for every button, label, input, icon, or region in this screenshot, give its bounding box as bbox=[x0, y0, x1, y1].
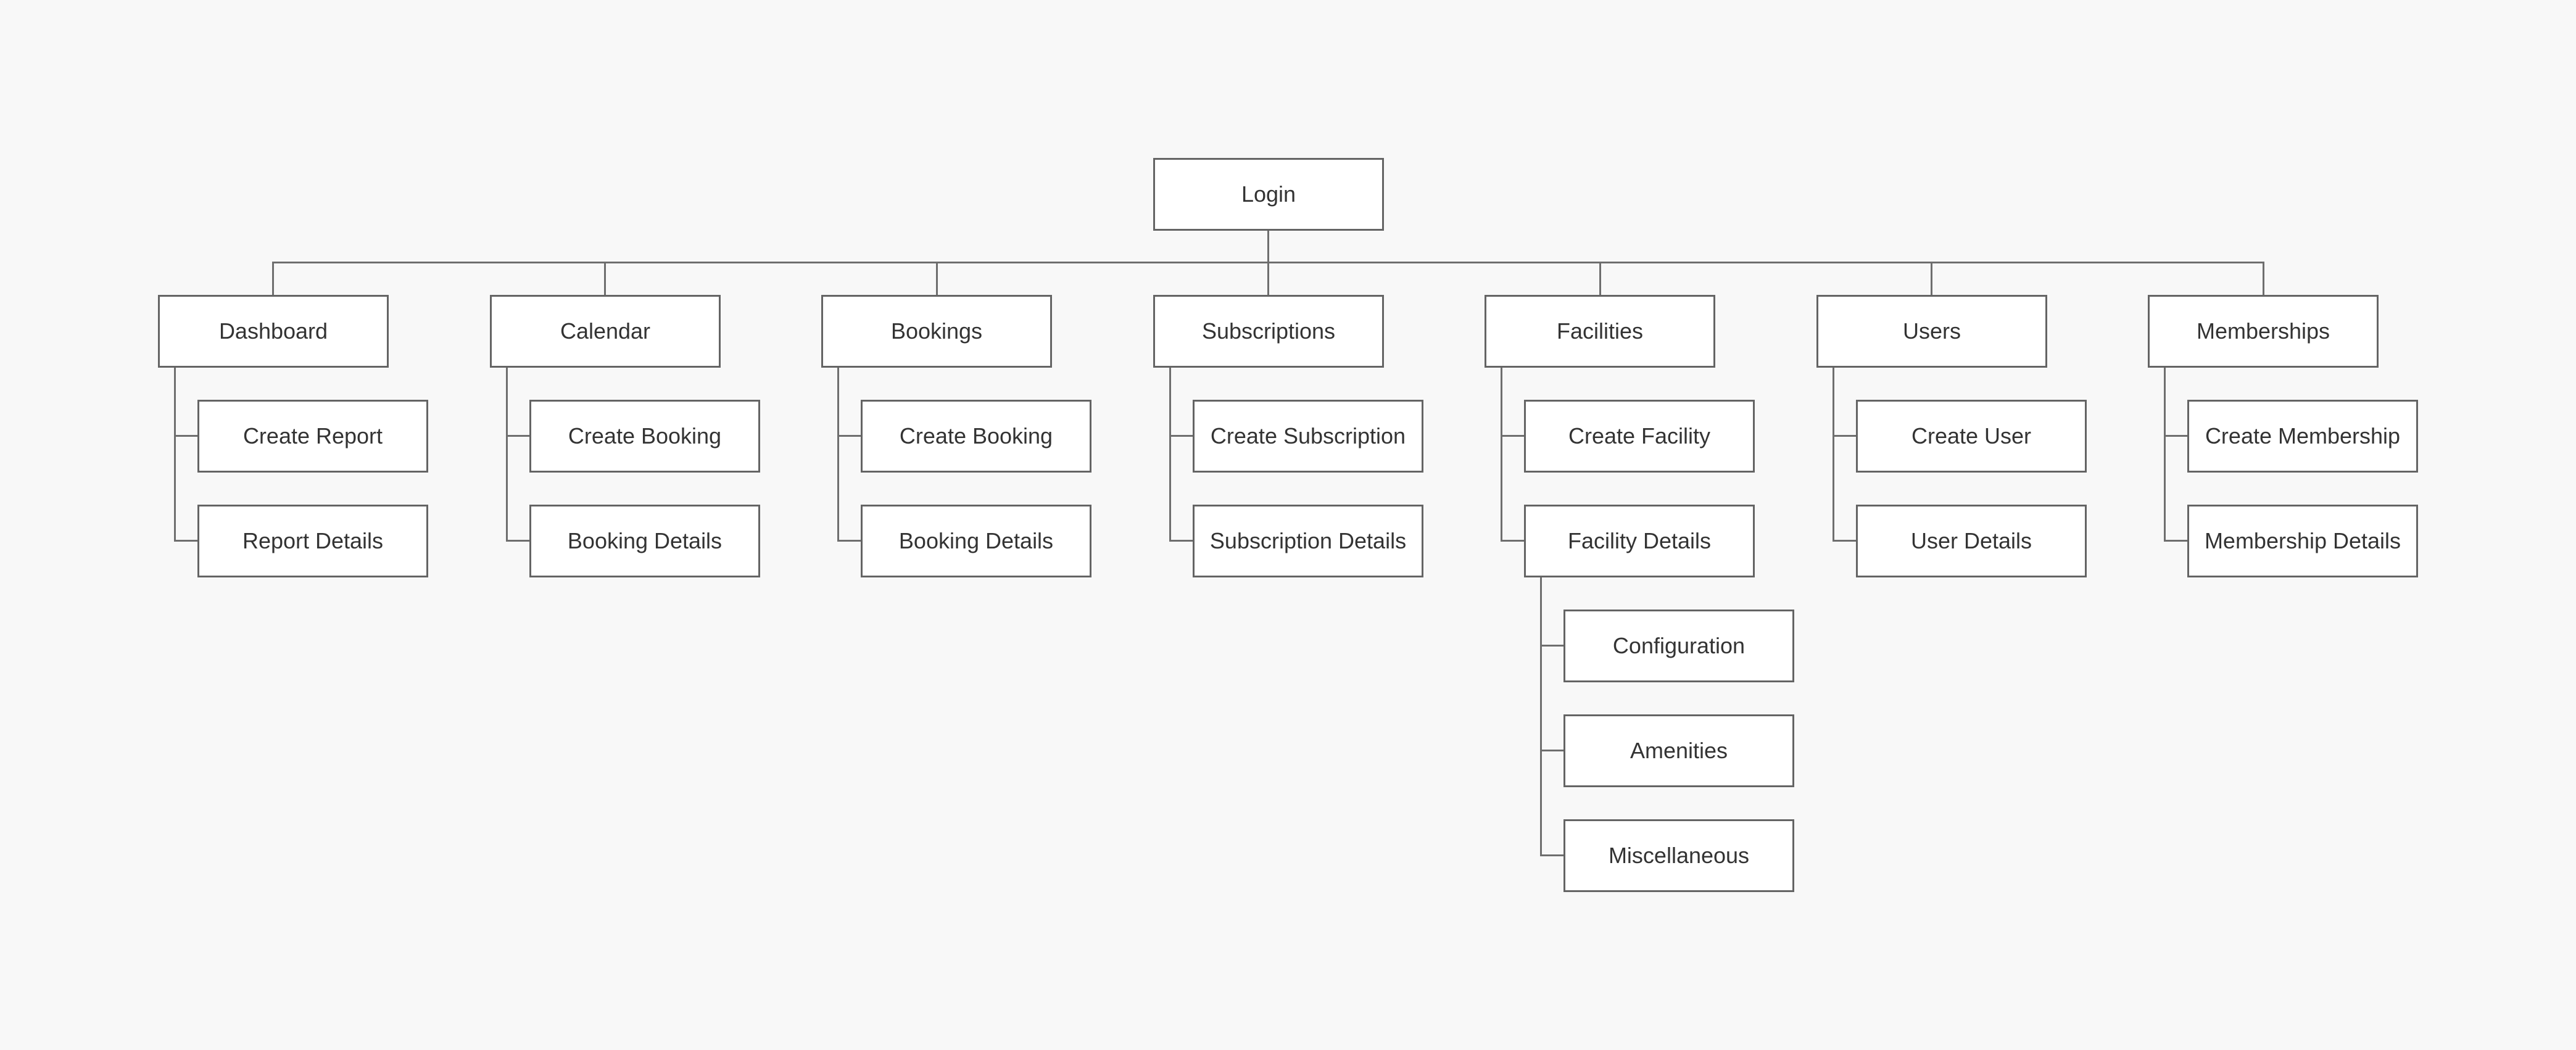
node-create-membership[interactable]: Create Membership bbox=[2187, 400, 2418, 473]
connector-login-drop bbox=[1267, 231, 1269, 263]
connector-drop-facilities bbox=[1599, 262, 1601, 295]
node-bookings-booking-details[interactable]: Booking Details bbox=[861, 505, 1091, 577]
node-create-user[interactable]: Create User bbox=[1856, 400, 2087, 473]
connector-drop-dashboard bbox=[272, 262, 274, 295]
connector-drop-bookings bbox=[936, 262, 938, 295]
connector-subscriptions-branch bbox=[1169, 368, 1171, 541]
connector-facilities-branch bbox=[1501, 368, 1502, 541]
node-memberships[interactable]: Memberships bbox=[2148, 295, 2379, 368]
connector-bookings-branch bbox=[837, 368, 839, 541]
node-users[interactable]: Users bbox=[1816, 295, 2047, 368]
node-report-details[interactable]: Report Details bbox=[197, 505, 428, 577]
connector-bookings-stub-1 bbox=[837, 435, 861, 437]
connector-memberships-stub-1 bbox=[2164, 435, 2187, 437]
connector-dashboard-branch bbox=[174, 368, 176, 541]
connector-drop-subscriptions bbox=[1267, 262, 1269, 295]
connector-facility-details-branch bbox=[1540, 577, 1542, 856]
connector-facility-details-stub-3 bbox=[1540, 854, 1563, 856]
node-membership-details[interactable]: Membership Details bbox=[2187, 505, 2418, 577]
connector-dashboard-stub-1 bbox=[174, 435, 197, 437]
node-configuration[interactable]: Configuration bbox=[1563, 610, 1794, 682]
node-login[interactable]: Login bbox=[1153, 158, 1384, 231]
node-miscellaneous[interactable]: Miscellaneous bbox=[1563, 819, 1794, 892]
node-create-facility[interactable]: Create Facility bbox=[1524, 400, 1755, 473]
connector-calendar-stub-1 bbox=[506, 435, 529, 437]
connector-subscriptions-stub-2 bbox=[1169, 540, 1193, 542]
connector-users-stub-1 bbox=[1833, 435, 1856, 437]
node-calendar-booking-details[interactable]: Booking Details bbox=[529, 505, 760, 577]
connector-facilities-stub-1 bbox=[1501, 435, 1524, 437]
connector-memberships-branch bbox=[2164, 368, 2166, 541]
node-calendar-create-booking[interactable]: Create Booking bbox=[529, 400, 760, 473]
connector-drop-users bbox=[1931, 262, 1932, 295]
node-calendar[interactable]: Calendar bbox=[490, 295, 721, 368]
connector-drop-memberships bbox=[2263, 262, 2264, 295]
node-facility-details[interactable]: Facility Details bbox=[1524, 505, 1755, 577]
connector-facility-details-stub-1 bbox=[1540, 645, 1563, 647]
connector-subscriptions-stub-1 bbox=[1169, 435, 1193, 437]
node-create-subscription[interactable]: Create Subscription bbox=[1193, 400, 1423, 473]
connector-drop-calendar bbox=[604, 262, 606, 295]
node-amenities[interactable]: Amenities bbox=[1563, 714, 1794, 787]
connector-dashboard-stub-2 bbox=[174, 540, 197, 542]
connector-calendar-stub-2 bbox=[506, 540, 529, 542]
connector-users-stub-2 bbox=[1833, 540, 1856, 542]
node-subscriptions[interactable]: Subscriptions bbox=[1153, 295, 1384, 368]
node-create-report[interactable]: Create Report bbox=[197, 400, 428, 473]
connector-calendar-branch bbox=[506, 368, 508, 541]
node-subscription-details[interactable]: Subscription Details bbox=[1193, 505, 1423, 577]
connector-memberships-stub-2 bbox=[2164, 540, 2187, 542]
connector-users-branch bbox=[1833, 368, 1834, 541]
connector-facility-details-stub-2 bbox=[1540, 750, 1563, 751]
connector-facilities-stub-2 bbox=[1501, 540, 1524, 542]
node-bookings[interactable]: Bookings bbox=[821, 295, 1052, 368]
node-dashboard[interactable]: Dashboard bbox=[158, 295, 389, 368]
node-bookings-create-booking[interactable]: Create Booking bbox=[861, 400, 1091, 473]
connector-bookings-stub-2 bbox=[837, 540, 861, 542]
node-facilities[interactable]: Facilities bbox=[1485, 295, 1715, 368]
node-user-details[interactable]: User Details bbox=[1856, 505, 2087, 577]
